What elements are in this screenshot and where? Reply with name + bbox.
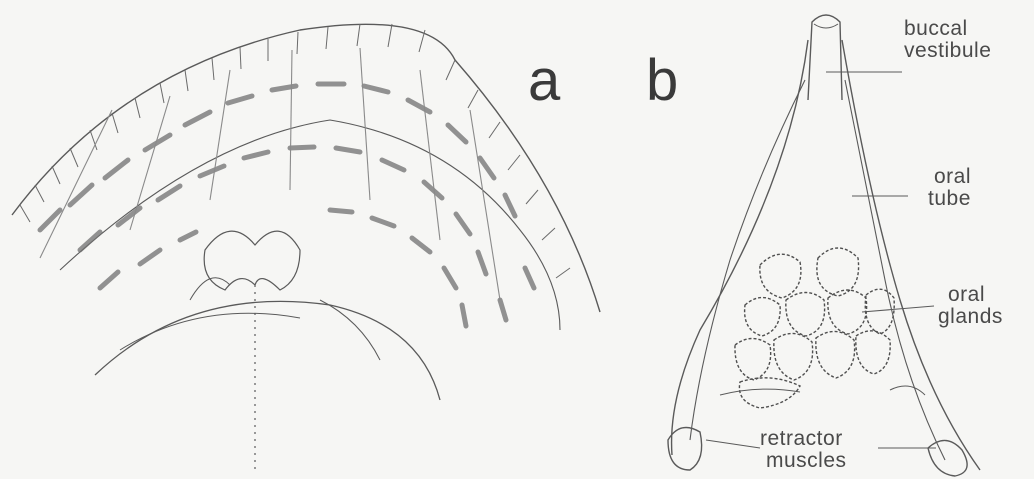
- gut-outline: [95, 301, 440, 400]
- label-retractor-muscles-line1: retractor: [760, 428, 847, 450]
- label-buccal-vestibule-line1: buccal: [904, 18, 991, 40]
- panel-a-drawing: [12, 24, 600, 470]
- oral-glands-cluster: [735, 248, 894, 408]
- label-buccal-vestibule-line2: vestibule: [904, 40, 991, 62]
- right-retractor-end: [928, 440, 967, 476]
- label-oral-glands: oral glands: [938, 284, 1003, 328]
- label-oral-glands-line2: glands: [938, 306, 1003, 328]
- label-retractor-muscles: retractor muscles: [760, 428, 847, 472]
- outer-body-wall: [12, 24, 600, 312]
- panel-label-b: b: [646, 52, 678, 110]
- left-retractor-end: [668, 428, 702, 471]
- label-oral-tube-line2: tube: [928, 188, 971, 210]
- label-retractor-muscles-line2: muscles: [760, 450, 847, 472]
- leader-oral-glands: [862, 306, 934, 312]
- label-oral-tube: oral tube: [928, 166, 971, 210]
- central-lobes: [204, 231, 300, 290]
- label-oral-glands-line1: oral: [938, 284, 1003, 306]
- inner-body-wall: [60, 120, 560, 330]
- label-oral-tube-line1: oral: [928, 166, 971, 188]
- panel-b-drawing: [668, 15, 980, 476]
- label-buccal-vestibule: buccal vestibule: [904, 18, 991, 62]
- right-outer-wall: [842, 40, 980, 470]
- leader-retractor-left: [706, 440, 760, 448]
- cuticle-ticks: [20, 24, 570, 278]
- panel-label-a: a: [528, 52, 560, 110]
